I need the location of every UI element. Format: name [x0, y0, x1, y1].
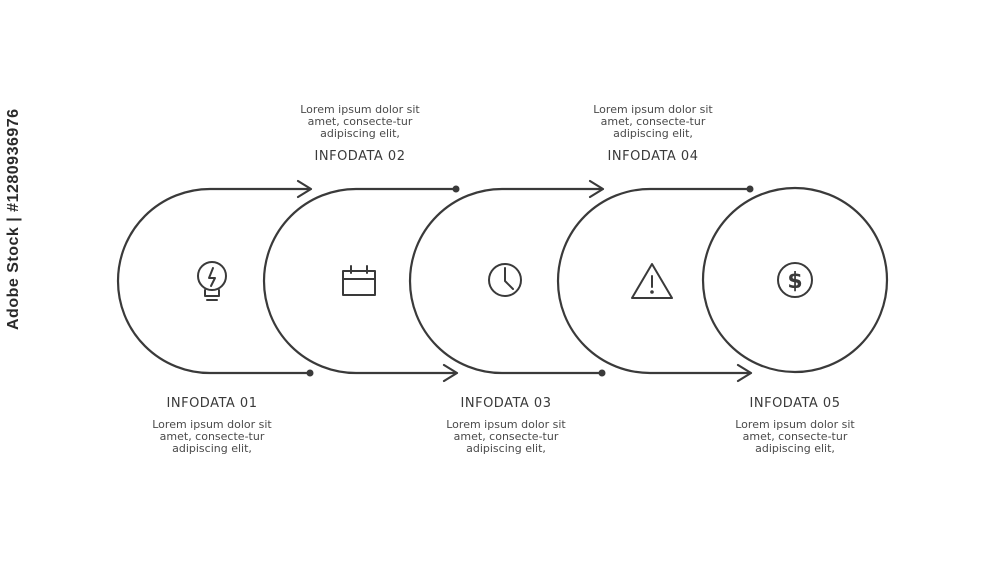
step-title-3: INFODATA 03 [460, 396, 552, 411]
connector-dot-2 [452, 185, 460, 193]
step-desc-5: Lorem ipsum dolor sit amet, consecte-tur… [735, 418, 855, 455]
step-title-4: INFODATA 04 [607, 149, 699, 164]
lightbulb-icon [197, 261, 227, 301]
connector-dot-1 [306, 369, 314, 377]
dollar-icon [777, 262, 813, 298]
step-label-2: Lorem ipsum dolor sit amet, consecte-tur… [280, 103, 440, 165]
arrowhead-4 [736, 363, 753, 383]
step-shape-3 [408, 187, 604, 375]
dollar-sign: $ [787, 269, 802, 294]
step-desc-1: Lorem ipsum dolor sit amet, consecte-tur… [152, 418, 272, 455]
step-shape-4 [556, 187, 752, 375]
step-desc-4: Lorem ipsum dolor sit amet, consecte-tur… [593, 103, 713, 140]
warning-icon [631, 263, 673, 299]
step-shape-2 [262, 187, 458, 375]
connector-dot-4 [746, 185, 754, 193]
arrowhead-2 [442, 363, 459, 383]
step-title-1: INFODATA 01 [166, 396, 258, 411]
stock-id: Adobe Stock | #1280936976 [5, 108, 23, 330]
step-desc-3: Lorem ipsum dolor sit amet, consecte-tur… [446, 418, 566, 455]
arrowhead-3 [588, 179, 605, 199]
step-title-2: INFODATA 02 [314, 149, 406, 164]
step-desc-2: Lorem ipsum dolor sit amet, consecte-tur… [300, 103, 420, 140]
connector-dot-3 [598, 369, 606, 377]
step-label-3: INFODATA 03 Lorem ipsum dolor sit amet, … [426, 396, 586, 455]
arrowhead-1 [296, 179, 313, 199]
step-title-5: INFODATA 05 [749, 396, 841, 411]
step-label-4: Lorem ipsum dolor sit amet, consecte-tur… [573, 103, 733, 165]
stock-brand: Adobe Stock [5, 226, 22, 330]
step-label-1: INFODATA 01 Lorem ipsum dolor sit amet, … [132, 396, 292, 455]
stock-separator: | [5, 216, 22, 222]
step-label-5: INFODATA 05 Lorem ipsum dolor sit amet, … [715, 396, 875, 455]
calendar-icon [342, 265, 376, 296]
step-shape-5 [701, 186, 889, 374]
stock-number: #1280936976 [5, 108, 22, 212]
step-shape-1 [116, 187, 312, 375]
clock-icon [488, 263, 522, 297]
